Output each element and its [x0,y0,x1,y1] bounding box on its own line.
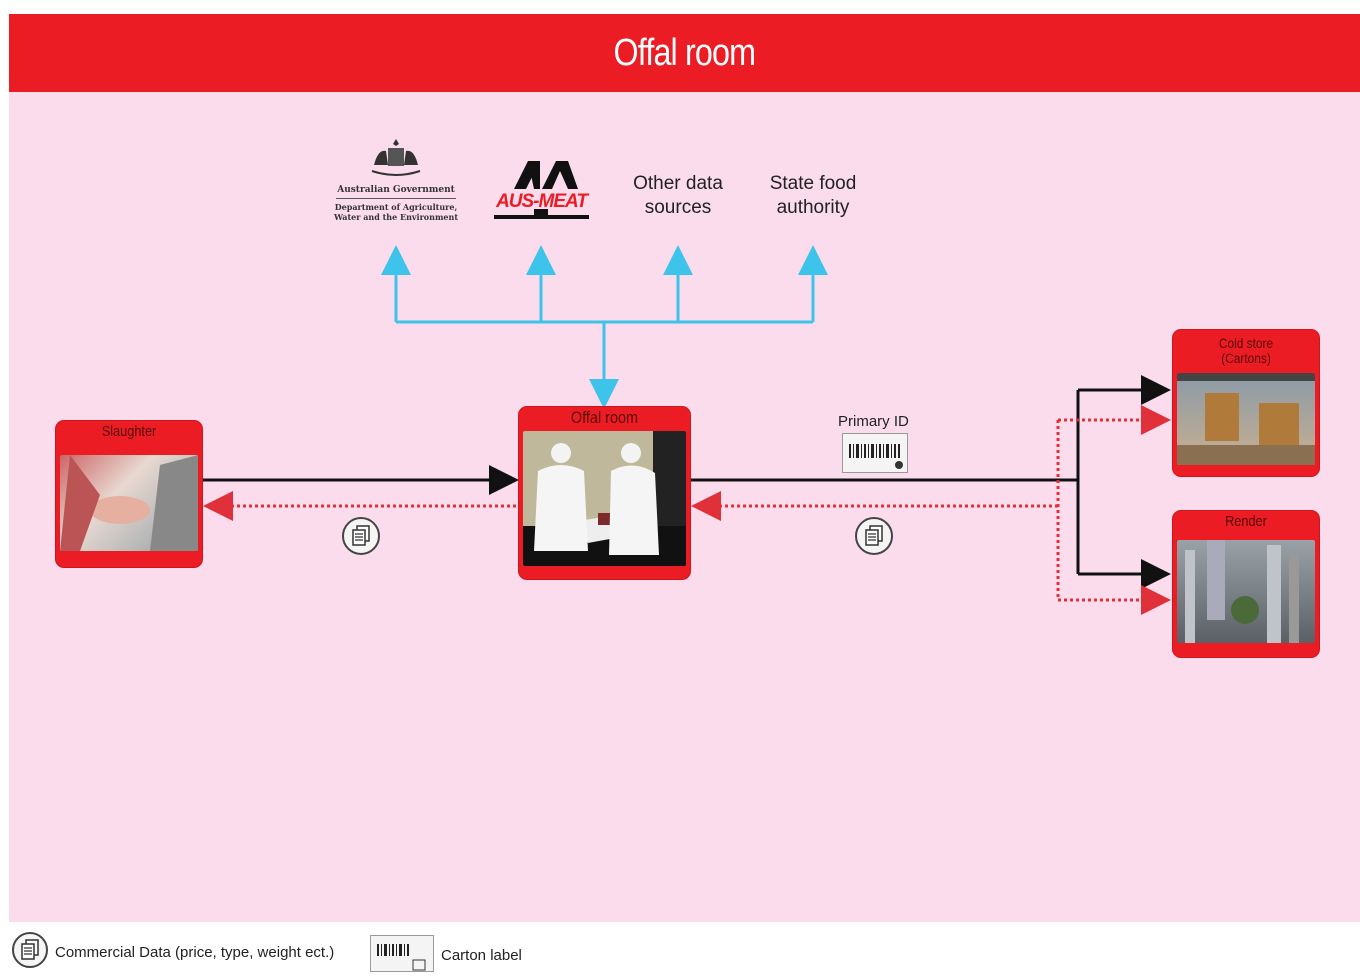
cold-store-photo [1177,373,1315,465]
ausmeat-text: AUS-MEAT [496,191,588,212]
state-food-authority: State food authority [769,173,857,218]
gov-dept-line1: Department of Agriculture, [334,202,458,212]
cold-store-title: Cold store (Cartons) [1218,335,1274,366]
node-slaughter: Slaughter [56,421,202,567]
page-title-banner: Offal room [9,14,1360,92]
gov-logo: Australian Government Department of Agri… [330,135,462,222]
commercial-data-document-icon [342,517,380,555]
coat-of-arms-icon [371,139,421,176]
primary-id-label: Primary ID [838,413,909,430]
diagram-canvas: Offal room [9,14,1360,922]
other-data-sources: Other data sources [633,173,723,218]
page-title: Offal room [613,31,757,74]
gov-name: Australian Government [337,185,455,195]
slaughter-photo [60,455,198,551]
product-flow-lines [202,375,1171,589]
offal-room-photo [523,431,686,566]
legend-commercial-data: Commercial Data (price, type, weight ect… [55,944,335,961]
legend-carton-label: Carton label [441,947,522,964]
node-render: Render [1173,511,1319,657]
data-reporting-lines [381,245,828,409]
ausmeat-logo: AUS-MEAT [494,155,589,221]
legend-document-icon [12,932,48,968]
legend-barcode-icon [370,935,434,972]
node-cold-store: Cold store (Cartons) [1173,330,1319,476]
commercial-data-document-icon [855,517,893,555]
primary-id-barcode-icon [842,433,908,473]
traceback-flow-lines [203,405,1171,615]
node-offal-room: Offal room [519,407,690,579]
gov-dept-line2: Water and the Environment [333,212,459,222]
render-photo [1177,540,1315,643]
